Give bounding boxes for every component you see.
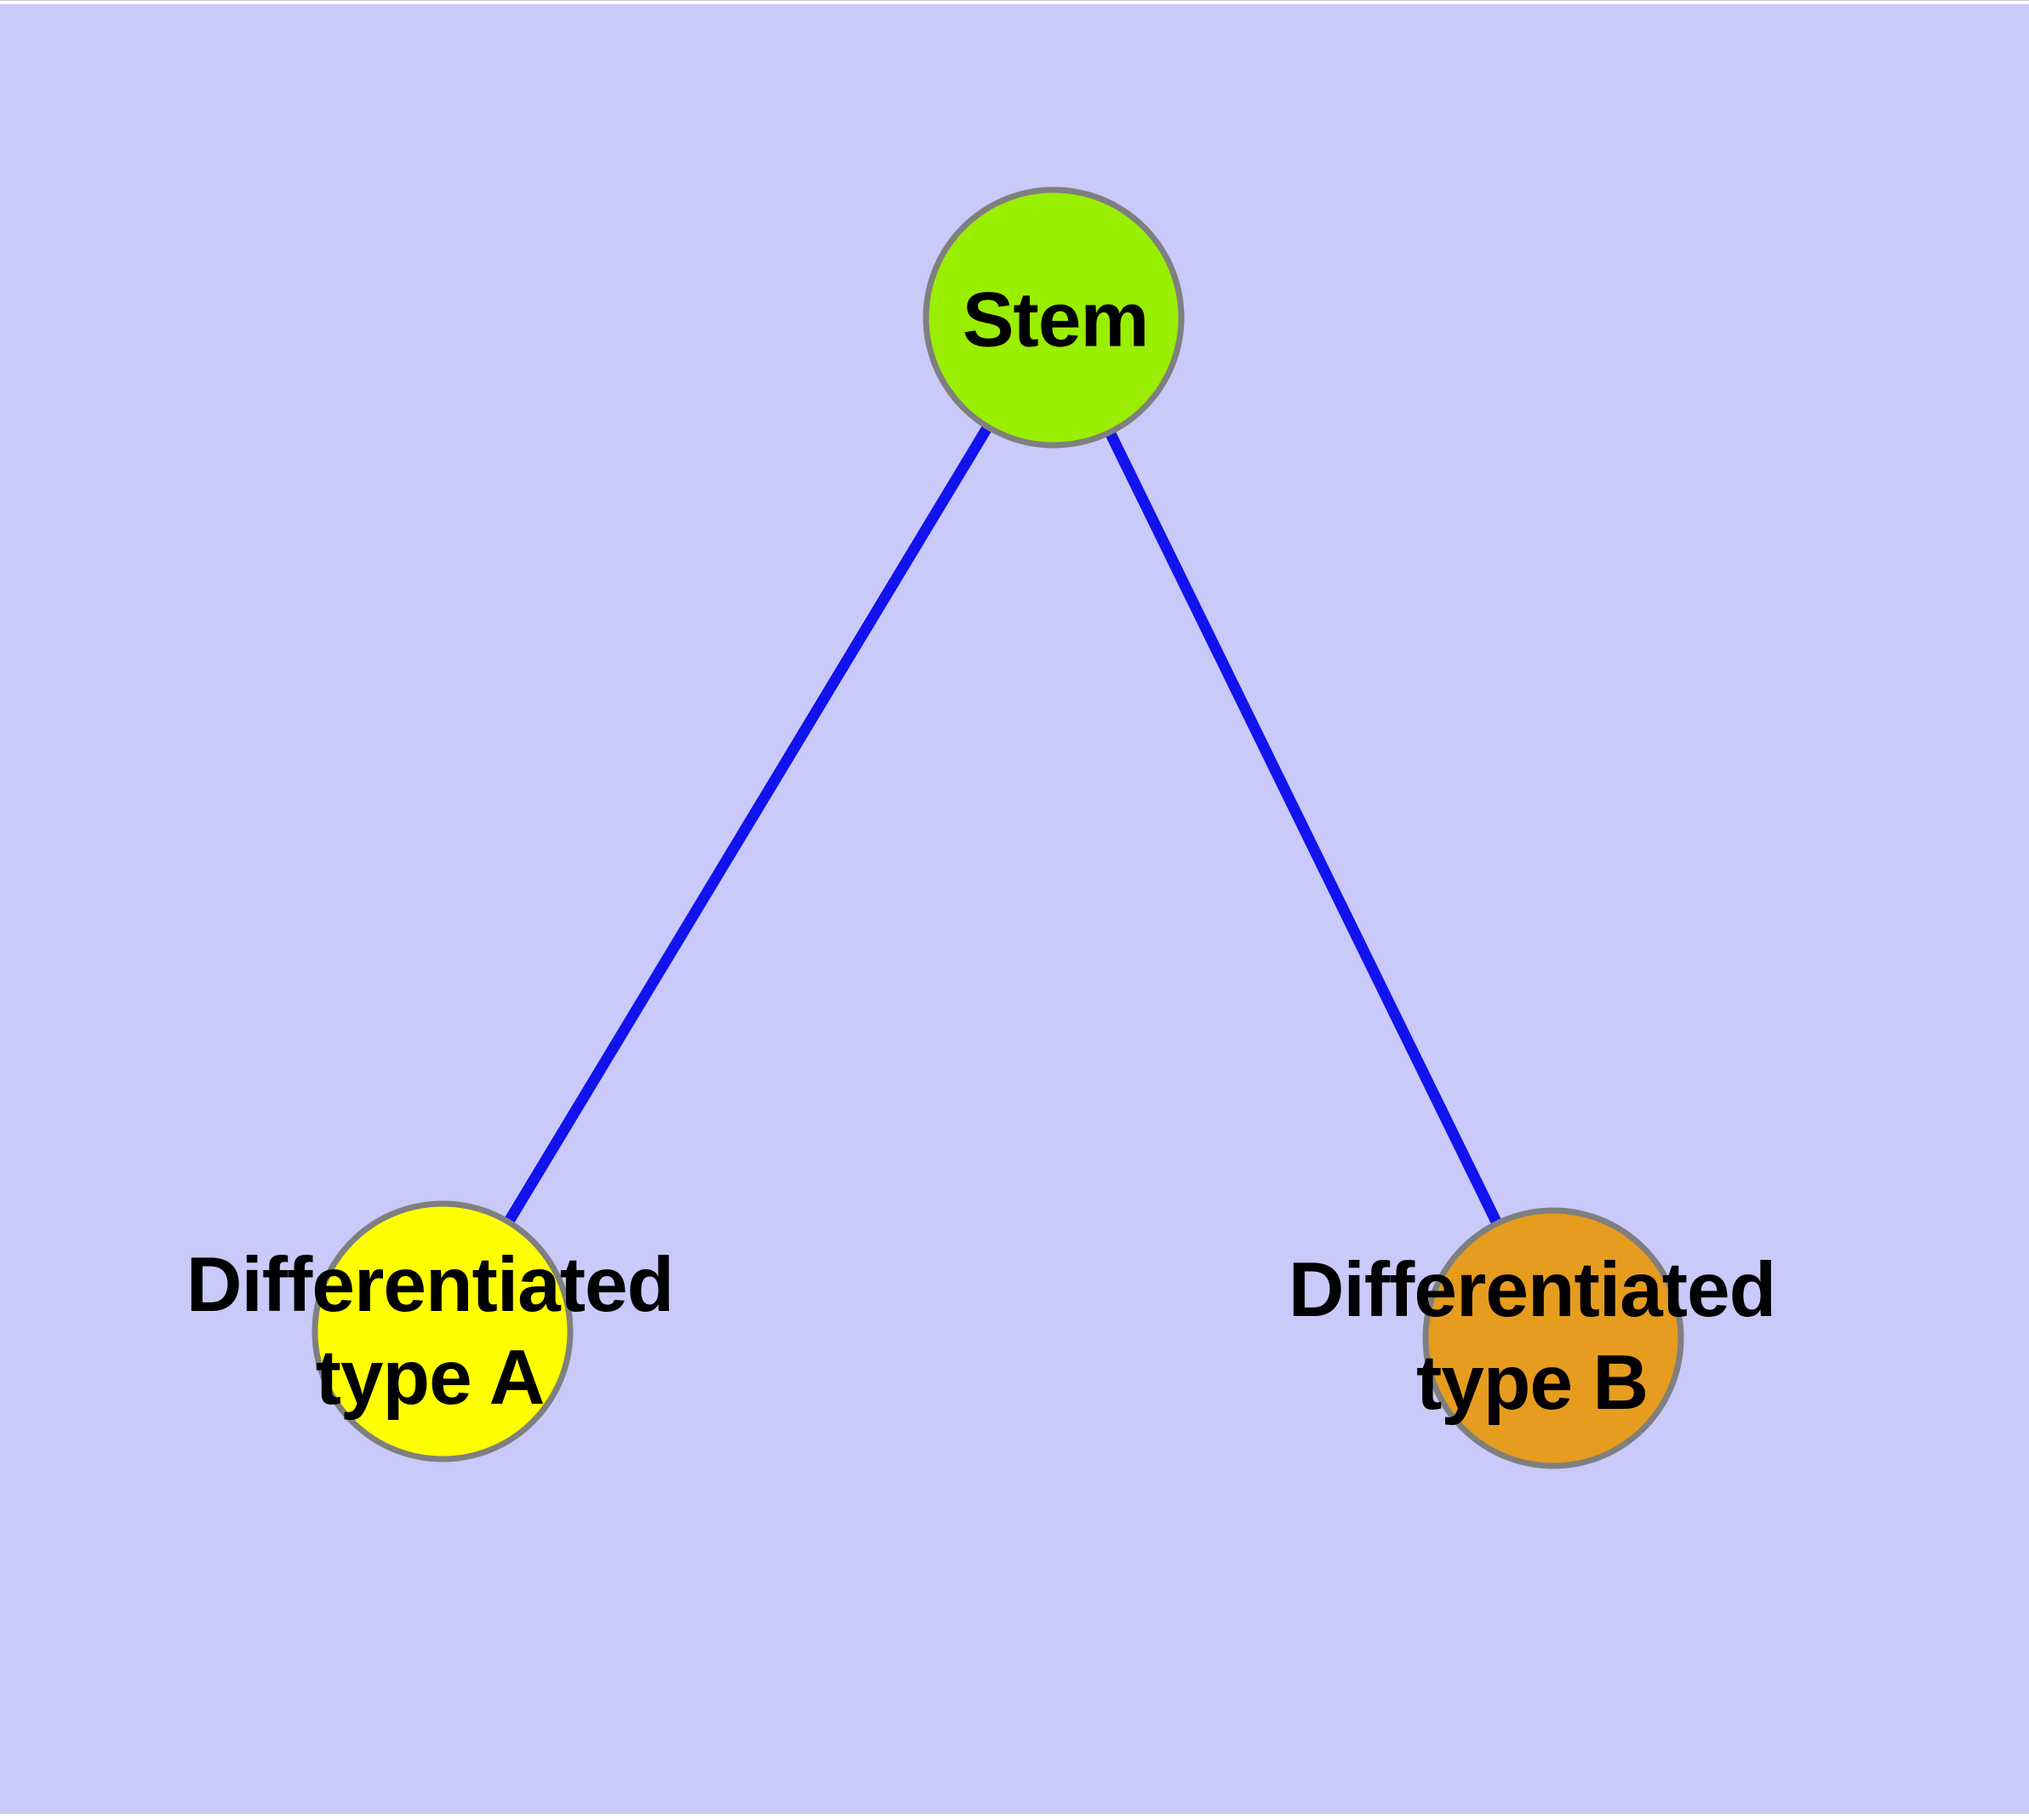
edge-stem-to-type-a xyxy=(437,312,1060,1337)
node-type-a-label-line-2: type A xyxy=(315,1335,546,1421)
window-bottom-edge-strip xyxy=(0,1814,2029,1820)
node-type-b-circle xyxy=(1422,1207,1684,1469)
node-type-a-label: Differentiated type A xyxy=(186,1239,675,1424)
window-top-edge-strip xyxy=(0,0,2029,4)
window-top-edge-line xyxy=(0,0,2029,1)
node-stem-circle xyxy=(923,186,1185,449)
node-stem-label: Stem xyxy=(962,277,1150,363)
node-type-a-circle xyxy=(311,1200,574,1462)
node-type-b-label-line-2: type B xyxy=(1415,1340,1649,1426)
node-type-b-label-line-1: Differentiated xyxy=(1288,1246,1777,1333)
node-type-b-label: Differentiated type B xyxy=(1288,1244,1777,1429)
node-type-a-label-line-1: Differentiated xyxy=(186,1241,675,1328)
edge-stem-to-type-b xyxy=(1048,312,1559,1344)
